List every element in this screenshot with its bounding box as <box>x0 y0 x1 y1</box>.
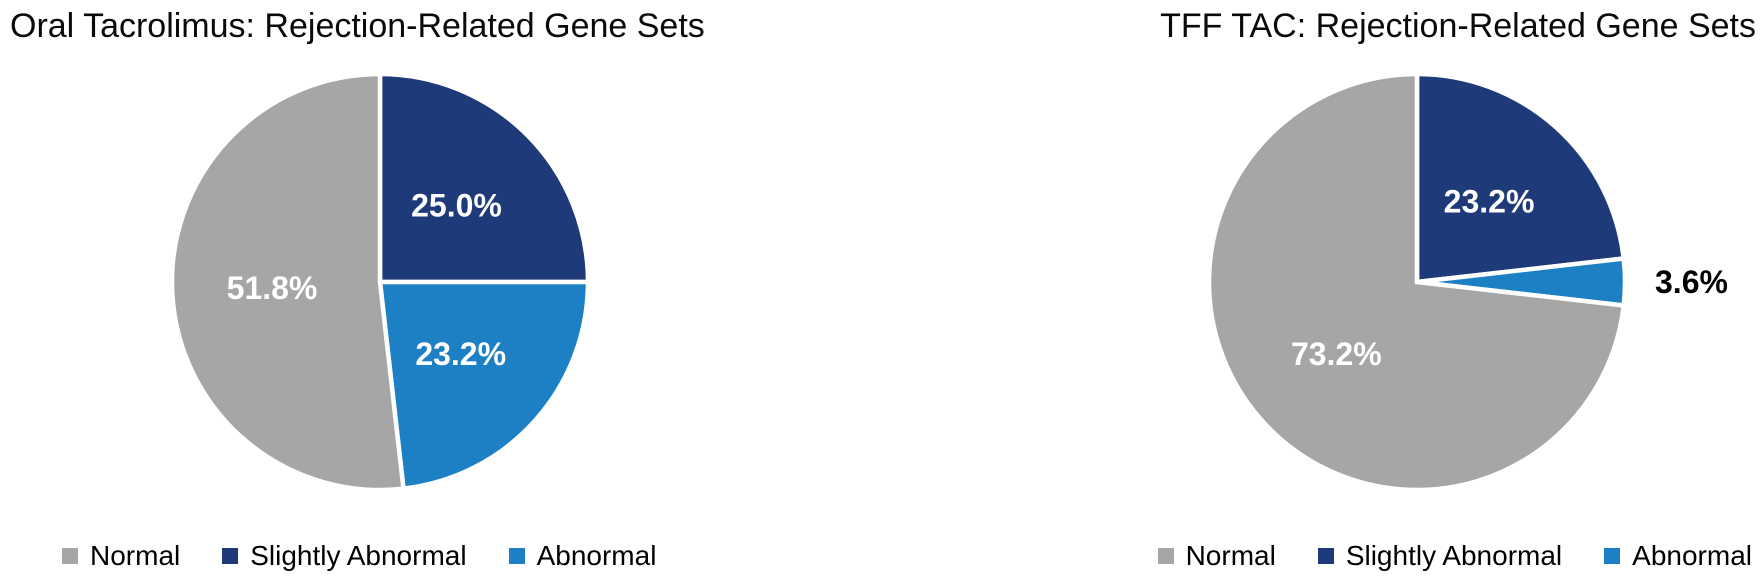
legend-item-slightly-abnormal: Slightly Abnormal <box>222 540 467 572</box>
legend-swatch-normal <box>62 548 78 564</box>
legend-left: Normal Slightly Abnormal Abnormal <box>62 540 656 572</box>
chart-title-left: Oral Tacrolimus: Rejection-Related Gene … <box>10 7 705 45</box>
legend-swatch-slightly-abnormal <box>222 548 239 564</box>
legend-label-slightly-abnormal: Slightly Abnormal <box>250 540 467 571</box>
pie-slice-slightly-abnormal <box>377 71 591 285</box>
pie-slice-abnormal <box>377 279 591 492</box>
pie-slice-slightly-abnormal <box>1414 71 1627 285</box>
legend-right: Normal Slightly Abnormal Abnormal <box>1157 540 1752 572</box>
legend-swatch-normal <box>1157 548 1174 564</box>
legend-item-normal: Normal <box>62 540 180 572</box>
chart-title-right: TFF TAC: Rejection-Related Gene Sets <box>1160 7 1756 45</box>
legend-label-normal: Normal <box>1185 540 1276 571</box>
pie-slice-normal <box>169 71 406 493</box>
pie-slice-label-normal: 51.8% <box>227 270 318 306</box>
legend-swatch-abnormal <box>508 548 525 564</box>
pie-chart-right: 23.2% 3.6% 73.2% <box>1206 71 1728 493</box>
legend-item-abnormal: Abnormal <box>508 540 657 572</box>
pie-slice-label-normal: 73.2% <box>1291 336 1382 372</box>
pie-chart-left: 25.0% 23.2% 51.8% <box>169 71 591 493</box>
legend-label-abnormal: Abnormal <box>1632 540 1752 571</box>
legend-label-abnormal: Abnormal <box>536 540 657 571</box>
legend-item-normal: Normal <box>1157 540 1276 572</box>
legend-item-slightly-abnormal: Slightly Abnormal <box>1317 540 1563 572</box>
legend-swatch-abnormal <box>1604 548 1621 564</box>
pie-slice-normal <box>1206 71 1627 493</box>
pie-slice-label-slightly-abnormal: 25.0% <box>411 188 502 224</box>
legend-swatch-slightly-abnormal <box>1317 548 1334 564</box>
pie-slice-label-abnormal: 23.2% <box>415 336 506 372</box>
legend-label-normal: Normal <box>90 540 181 571</box>
pie-slice-label-abnormal: 3.6% <box>1655 264 1728 300</box>
legend-label-slightly-abnormal: Slightly Abnormal <box>1345 540 1563 571</box>
legend-item-abnormal: Abnormal <box>1604 540 1752 572</box>
pie-slice-label-slightly-abnormal: 23.2% <box>1444 183 1535 219</box>
